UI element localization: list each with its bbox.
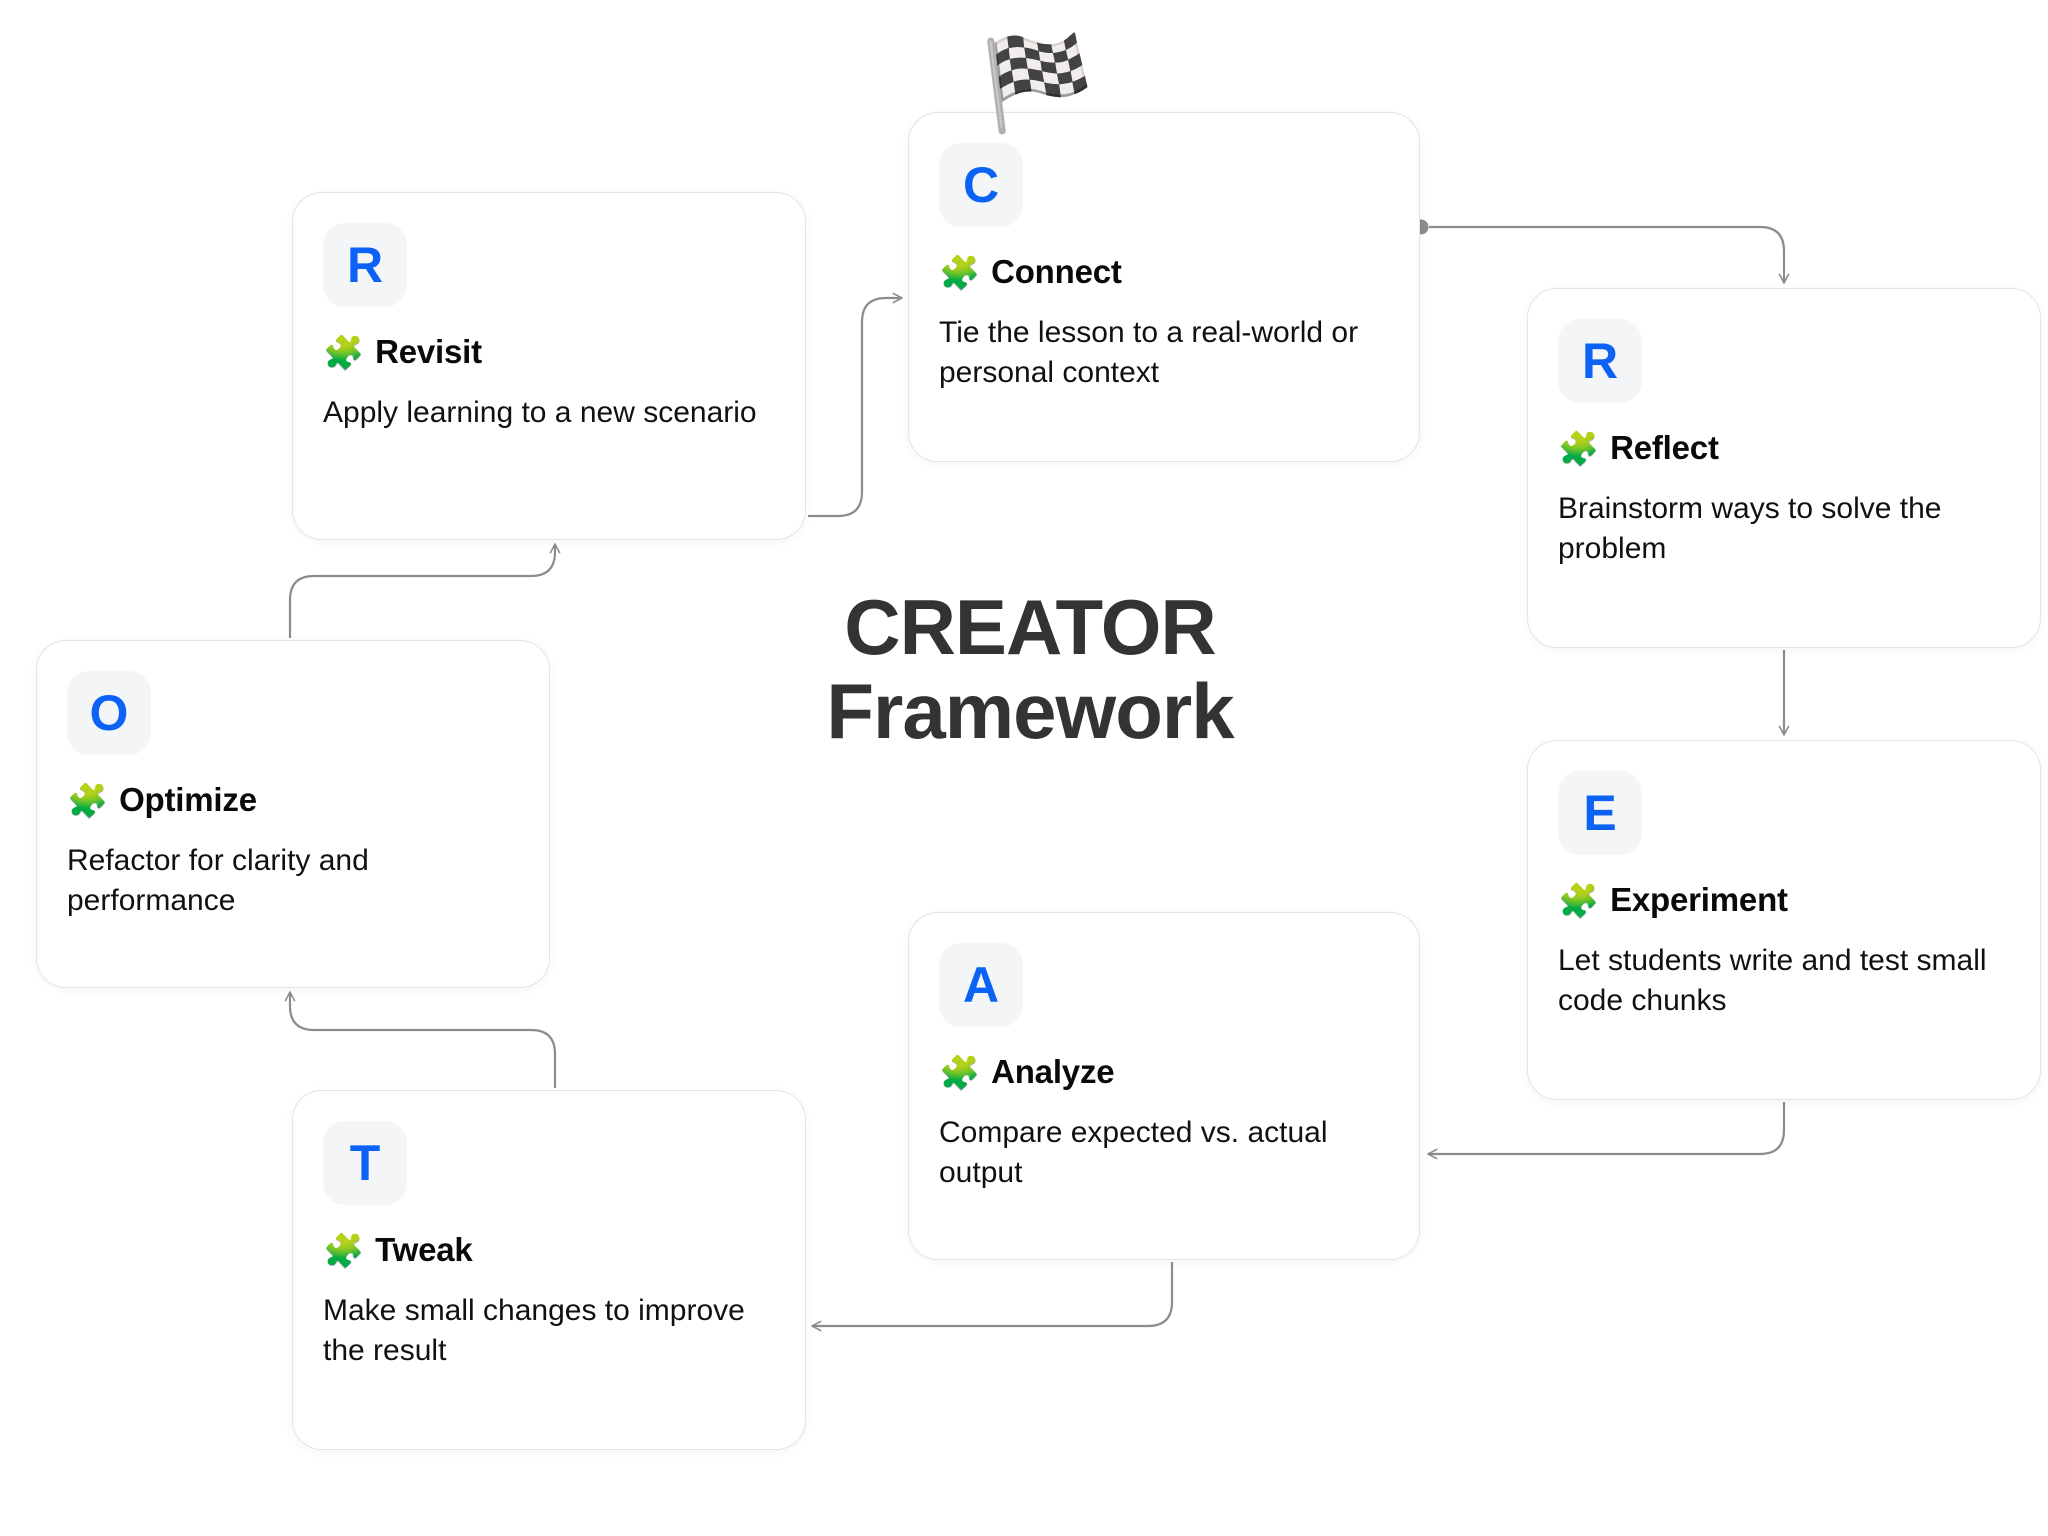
card-name-analyze: Analyze: [991, 1053, 1115, 1090]
badge-letter-connect: C: [939, 143, 1023, 227]
badge-letter-optimize: O: [67, 671, 151, 755]
diagram-title: CREATOR Framework: [700, 583, 1360, 756]
edge-experiment-to-analyze: [1427, 1102, 1786, 1160]
card-revisit[interactable]: R 🧩 Revisit Apply learning to a new scen…: [292, 192, 806, 540]
puzzle-icon: 🧩: [939, 1052, 981, 1092]
card-name-experiment: Experiment: [1610, 881, 1788, 918]
card-description-analyze: Compare expected vs. actual output: [939, 1116, 1328, 1189]
card-title-row-revisit: 🧩 Revisit: [323, 333, 771, 371]
card-description-experiment: Let students write and test small code c…: [1558, 944, 1987, 1017]
edge-analyze-to-tweak: [811, 1262, 1174, 1332]
badge-letter-analyze: A: [939, 943, 1023, 1027]
card-tweak[interactable]: T 🧩 Tweak Make small changes to improve …: [292, 1090, 806, 1450]
edge-tweak-to-optimize: [284, 991, 557, 1088]
card-description-optimize: Refactor for clarity and performance: [67, 844, 369, 917]
puzzle-icon: 🧩: [323, 1230, 365, 1270]
badge-letter-revisit: R: [323, 223, 407, 307]
card-title-row-reflect: 🧩 Reflect: [1558, 429, 2006, 467]
card-experiment[interactable]: E 🧩 Experiment Let students write and te…: [1527, 740, 2041, 1100]
card-title-row-connect: 🧩 Connect: [939, 253, 1385, 291]
card-description-revisit: Apply learning to a new scenario: [323, 396, 757, 429]
badge-letter-experiment: E: [1558, 771, 1642, 855]
card-name-revisit: Revisit: [375, 333, 482, 370]
card-optimize[interactable]: O 🧩 Optimize Refactor for clarity and pe…: [36, 640, 550, 988]
puzzle-icon: 🧩: [939, 252, 981, 292]
badge-letter-reflect: R: [1558, 319, 1642, 403]
edge-connect-to-reflect: [1413, 219, 1790, 284]
badge-letter-tweak: T: [323, 1121, 407, 1205]
puzzle-icon: 🧩: [1558, 880, 1600, 920]
puzzle-icon: 🧩: [67, 780, 109, 820]
puzzle-icon: 🧩: [323, 332, 365, 372]
card-connect[interactable]: C 🧩 Connect Tie the lesson to a real-wor…: [908, 112, 1420, 462]
diagram-title-line-1: CREATOR: [844, 583, 1216, 671]
edge-optimize-to-revisit: [288, 543, 561, 638]
card-analyze[interactable]: A 🧩 Analyze Compare expected vs. actual …: [908, 912, 1420, 1260]
card-title-row-analyze: 🧩 Analyze: [939, 1053, 1385, 1091]
edge-revisit-to-connect: [808, 292, 903, 518]
card-name-tweak: Tweak: [375, 1231, 473, 1268]
card-description-reflect: Brainstorm ways to solve the problem: [1558, 492, 1942, 565]
puzzle-icon: 🧩: [1558, 428, 1600, 468]
diagram-title-line-2: Framework: [826, 667, 1234, 756]
card-description-connect: Tie the lesson to a real-world or person…: [939, 316, 1359, 389]
card-title-row-experiment: 🧩 Experiment: [1558, 881, 2006, 919]
checkered-flag-icon: 🏁: [980, 30, 1095, 137]
card-description-tweak: Make small changes to improve the result: [323, 1294, 745, 1367]
card-reflect[interactable]: R 🧩 Reflect Brainstorm ways to solve the…: [1527, 288, 2041, 648]
card-name-reflect: Reflect: [1610, 429, 1719, 466]
card-title-row-optimize: 🧩 Optimize: [67, 781, 515, 819]
card-name-optimize: Optimize: [119, 781, 257, 818]
card-name-connect: Connect: [991, 253, 1122, 290]
card-title-row-tweak: 🧩 Tweak: [323, 1231, 771, 1269]
